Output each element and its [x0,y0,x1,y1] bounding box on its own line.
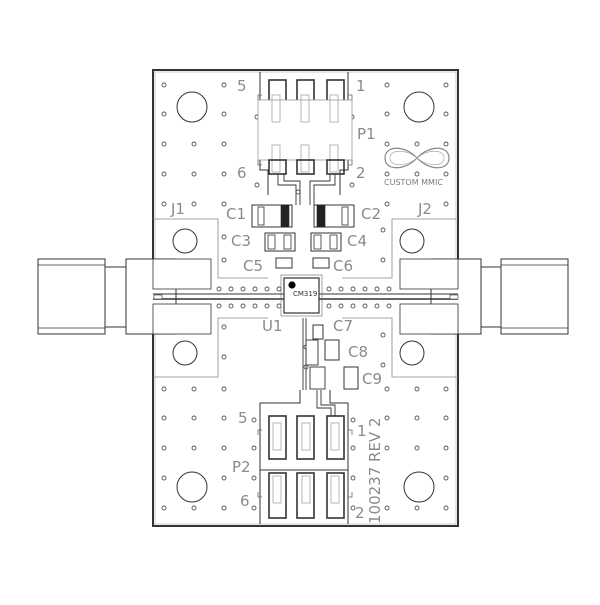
c1-label: C1 [226,205,246,223]
p2-region [259,390,349,524]
p1-pin6-label: 6 [237,164,247,182]
sma-connector-right [399,258,569,335]
header-p1 [257,79,353,205]
p1-pin2-label: 2 [356,164,366,182]
c7-label: C7 [333,317,353,335]
p2-pin1-label: 1 [357,422,367,440]
pin1-marker [288,281,296,289]
p2-pin2-label: 2 [355,504,365,522]
ic-u1 [280,274,323,317]
logo-text: CUSTOM MMIC [384,178,443,187]
ground-plane-outlines [153,218,458,378]
vias [161,82,449,511]
u1-label: U1 [262,317,283,335]
j1-label: J1 [170,200,185,218]
c5-label: C5 [243,257,263,275]
p1-label: P1 [357,125,376,143]
p2-label: P2 [232,458,251,476]
chip-part-label: CM319 [293,290,317,298]
board-rev-label: 100237 REV 2 [366,417,384,524]
p2-pin6-label: 6 [240,492,250,510]
p2-pin5-label: 5 [238,409,248,427]
infinity-logo-icon [384,147,450,169]
j2-label: J2 [417,200,432,218]
c3-label: C3 [231,232,251,250]
p1-pin1-label: 1 [356,77,366,95]
c6-label: C6 [333,257,353,275]
c4-label: C4 [347,232,367,250]
c8-label: C8 [348,343,368,361]
p1-pin5-label: 5 [237,77,247,95]
capacitors [251,204,359,390]
mounting-holes [172,91,435,503]
header-p2 [268,390,345,519]
pin-index-marks [257,94,353,498]
c9-label: C9 [362,370,382,388]
c2-label: C2 [361,205,381,223]
sma-connector-left [37,258,212,335]
